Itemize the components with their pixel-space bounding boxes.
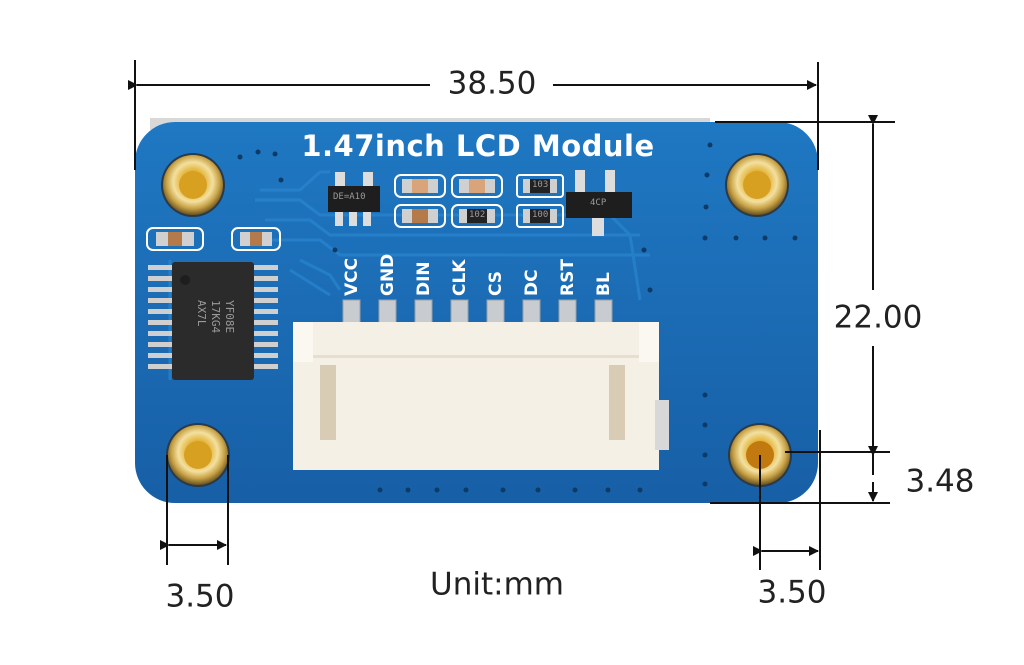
board-title: 1.47inch LCD Module: [301, 129, 655, 163]
pin-label-gnd: GND: [378, 253, 398, 296]
pin-label-din: DIN: [414, 261, 434, 296]
pin-label-dc: DC: [522, 269, 542, 296]
unit-label: Unit:mm: [430, 566, 564, 603]
transistor-marking: 4CP: [590, 198, 607, 208]
pin-label-rst: RST: [558, 259, 578, 296]
smd-components: [146, 170, 632, 251]
mounting-holes: [161, 153, 792, 487]
ic-marking-line-1: YF08E: [223, 300, 236, 334]
pin-label-bl: BL: [594, 272, 614, 296]
pin-label-cs: CS: [486, 270, 506, 296]
ic-marking-line-2: 17KG4: [209, 300, 222, 334]
ic-chip: [148, 262, 278, 380]
pin-label-clk: CLK: [450, 259, 470, 296]
resistor-102-marking: 102: [469, 210, 486, 220]
resistor-103-marking: 103: [532, 180, 549, 190]
dimension-height-label: 22.00: [829, 302, 927, 334]
dimension-hole-offset-left-label: 3.50: [165, 578, 235, 615]
resistor-100-marking: 100: [532, 210, 549, 220]
ic-marking-line-3: AX7L: [195, 300, 208, 327]
dimension-width-label: 38.50: [443, 68, 541, 100]
connector-housing: [293, 322, 669, 470]
dimension-hole-offset-right-label: 3.50: [757, 574, 827, 611]
dimension-hole-offset-vertical-label: 3.48: [905, 463, 975, 500]
regulator-marking: DE=A10: [333, 192, 366, 202]
pin-label-vcc: VCC: [342, 257, 362, 296]
dimension-lines: [128, 60, 895, 570]
